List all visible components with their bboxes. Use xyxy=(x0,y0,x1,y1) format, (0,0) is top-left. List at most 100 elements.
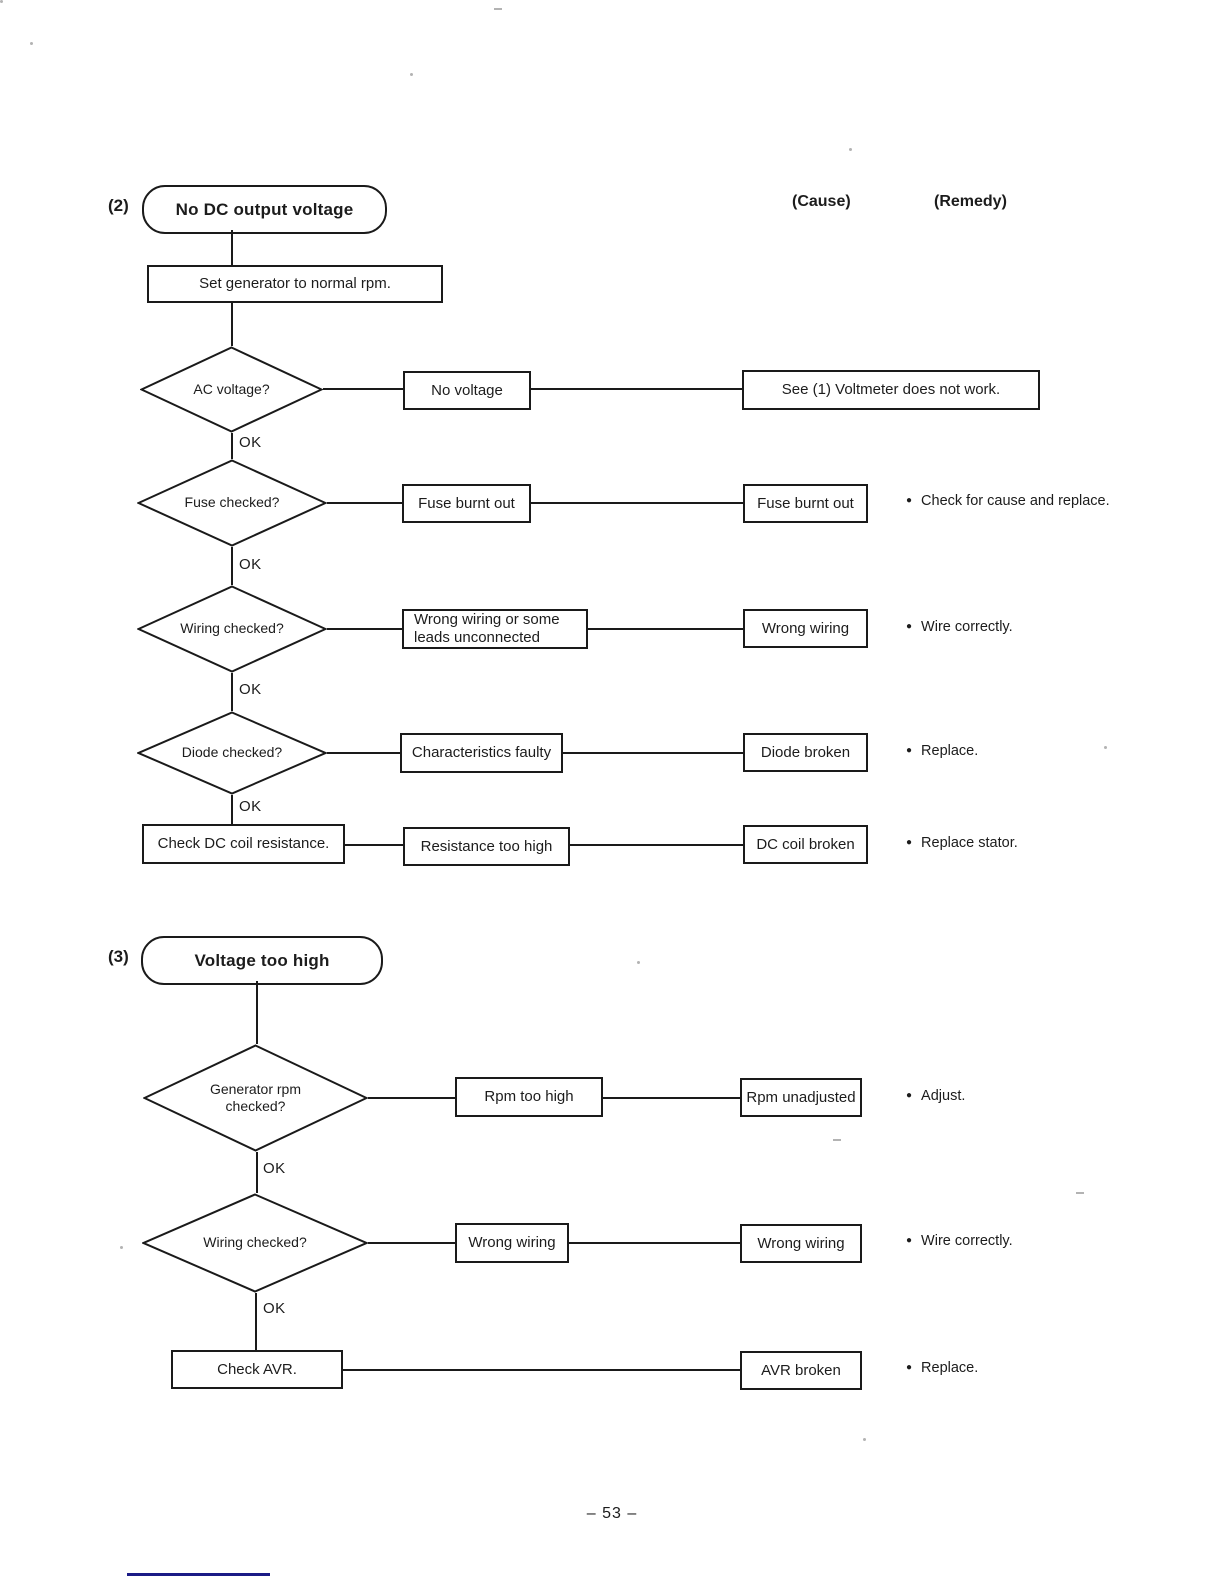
section-3-title: Voltage too high xyxy=(194,950,330,970)
result-box: Wrong wiring or some leads unconnected xyxy=(402,609,588,649)
speck xyxy=(849,148,852,151)
section-3-number: (3) xyxy=(108,947,129,966)
remedy-item: ● Replace. xyxy=(906,1360,978,1376)
cause-box: Fuse burnt out xyxy=(743,484,868,523)
decision-label: Wiring checked? xyxy=(180,620,284,637)
bullet-icon: ● xyxy=(906,1235,913,1246)
remedy-item: ● Check for cause and replace. xyxy=(906,493,1110,509)
decision-label: Wiring checked? xyxy=(203,1234,307,1251)
remedy-item: ● Wire correctly. xyxy=(906,1233,1013,1249)
connector-line xyxy=(231,673,233,711)
decision-label: Generator rpm checked? xyxy=(209,1080,302,1115)
decision-diode-checked: Diode checked? xyxy=(137,711,327,795)
start-step-box: Set generator to normal rpm. xyxy=(147,265,443,303)
speck xyxy=(637,961,640,964)
remedy-label: Check for cause and replace. xyxy=(921,493,1110,509)
step-label: Check DC coil resistance. xyxy=(157,835,330,852)
page-number: – 53 – xyxy=(586,1505,638,1522)
result-box: Resistance too high xyxy=(403,827,570,866)
speck xyxy=(0,0,3,3)
cause-label: DC coil broken xyxy=(756,835,855,853)
ok-label: OK xyxy=(239,798,262,815)
footer-blue-line xyxy=(127,1573,270,1576)
diamond-shape xyxy=(137,459,327,547)
result-label: Wrong wiring or some leads unconnected xyxy=(414,611,560,646)
result-label: Resistance too high xyxy=(420,837,553,855)
cause-box: Rpm unadjusted xyxy=(740,1078,862,1117)
cause-column-header: (Cause) xyxy=(792,193,851,210)
decision-wiring-checked: Wiring checked? xyxy=(137,585,327,673)
decision-ac-voltage: AC voltage? xyxy=(140,346,323,433)
section-2-number: (2) xyxy=(108,196,129,215)
cause-box: Wrong wiring xyxy=(740,1224,862,1263)
result-box: Fuse burnt out xyxy=(402,484,531,523)
start-step-label: Set generator to normal rpm. xyxy=(199,275,391,292)
decision-generator-rpm: Generator rpm checked? xyxy=(143,1044,368,1152)
step-check-dc-coil-box: Check DC coil resistance. xyxy=(142,824,345,864)
diamond-shape xyxy=(137,711,327,795)
connector-line xyxy=(256,1152,258,1193)
cause-label: See (1) Voltmeter does not work. xyxy=(781,381,1001,398)
cause-label: Diode broken xyxy=(760,743,851,761)
decision-label: AC voltage? xyxy=(193,380,270,397)
connector-line xyxy=(531,388,742,390)
remedy-label: Replace. xyxy=(921,1360,979,1376)
connector-line xyxy=(345,844,403,846)
speck xyxy=(833,1139,841,1141)
remedy-label: Wire correctly. xyxy=(921,619,1013,635)
diamond-shape xyxy=(137,585,327,673)
ok-label: OK xyxy=(263,1300,286,1317)
connector-line xyxy=(231,433,233,459)
result-box: Rpm too high xyxy=(455,1077,603,1117)
ok-label: OK xyxy=(263,1160,286,1177)
connector-line xyxy=(231,303,233,346)
step-check-avr-box: Check AVR. xyxy=(171,1350,343,1389)
cause-label: Wrong wiring xyxy=(761,619,850,637)
section-2-title-pill: No DC output voltage xyxy=(142,185,387,234)
connector-line xyxy=(603,1097,740,1099)
connector-line xyxy=(563,752,743,754)
remedy-label: Replace stator. xyxy=(921,835,1018,851)
section-2-title: No DC output voltage xyxy=(175,199,354,219)
cause-label: Fuse burnt out xyxy=(757,494,854,512)
bullet-icon: ● xyxy=(906,495,913,506)
cause-box: AVR broken xyxy=(740,1351,862,1390)
cause-label: Wrong wiring xyxy=(757,1234,845,1252)
diamond-shape xyxy=(140,346,323,433)
bullet-icon: ● xyxy=(906,621,913,632)
speck xyxy=(494,8,502,10)
decision-wiring-checked-2: Wiring checked? xyxy=(142,1193,368,1293)
connector-line xyxy=(327,628,402,630)
connector-line xyxy=(323,388,403,390)
cause-box: See (1) Voltmeter does not work. xyxy=(742,370,1040,410)
connector-line xyxy=(368,1242,455,1244)
connector-line xyxy=(231,230,233,265)
remedy-item: ● Replace. xyxy=(906,743,978,759)
speck xyxy=(30,42,33,45)
remedy-column-header: (Remedy) xyxy=(934,193,1007,210)
result-box: No voltage xyxy=(403,371,531,410)
bullet-icon: ● xyxy=(906,1090,913,1101)
connector-line xyxy=(327,502,402,504)
speck xyxy=(120,1246,123,1249)
step-label: Check AVR. xyxy=(217,1360,297,1378)
remedy-label: Wire correctly. xyxy=(921,1233,1013,1249)
remedy-label: Adjust. xyxy=(921,1088,966,1104)
remedy-item: ● Replace stator. xyxy=(906,835,1018,851)
diamond-shape xyxy=(142,1193,368,1293)
connector-line xyxy=(343,1369,740,1371)
speck xyxy=(1104,746,1107,749)
connector-line xyxy=(255,1293,257,1350)
bullet-icon: ● xyxy=(906,837,913,848)
result-label: No voltage xyxy=(431,381,503,399)
connector-line xyxy=(231,547,233,585)
connector-line xyxy=(327,752,400,754)
connector-line xyxy=(368,1097,455,1099)
remedy-item: ● Wire correctly. xyxy=(906,619,1013,635)
ok-label: OK xyxy=(239,681,262,698)
ok-label: OK xyxy=(239,434,262,451)
bullet-icon: ● xyxy=(906,745,913,756)
connector-line xyxy=(570,844,743,846)
result-label: Fuse burnt out xyxy=(418,494,515,512)
